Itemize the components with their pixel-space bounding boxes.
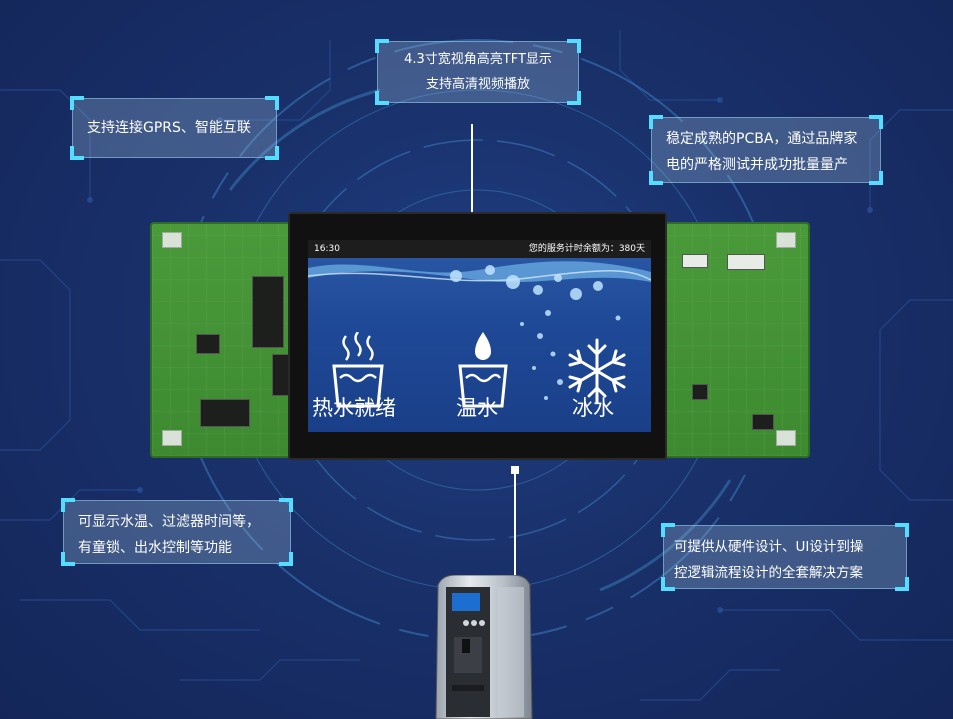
callout-text-line: 控逻辑流程设计的全套解决方案 — [674, 565, 863, 581]
mode-label-hot: 热水就绪 — [312, 396, 396, 420]
callout-solution: 可提供从硬件设计、UI设计到操 控逻辑流程设计的全套解决方案 — [661, 523, 909, 591]
callout-connectivity: 支持连接GPRS、智能互联 — [70, 96, 279, 160]
pcb-chip — [752, 414, 774, 430]
callout-text-line: 稳定成熟的PCBA，通过品牌家 — [666, 131, 858, 147]
pcb-mount-tab — [162, 232, 182, 248]
callout-text-line: 电的严格测试并成功批量量产 — [666, 157, 848, 173]
corner-bracket — [279, 552, 293, 566]
corner-bracket — [70, 96, 84, 110]
pcb-chip — [196, 334, 220, 354]
pcb-mount-tab — [162, 430, 182, 446]
corner-bracket — [265, 96, 279, 110]
tft-display: 16:30 您的服务计时余额为：380天 — [288, 212, 667, 460]
pcb-connector — [727, 254, 765, 270]
pcb-connector — [682, 254, 708, 268]
status-time: 16:30 — [314, 244, 340, 254]
snowflake-icon — [568, 338, 626, 404]
service-remaining-text: 您的服务计时余额为：380天 — [528, 244, 645, 254]
corner-bracket — [265, 146, 279, 160]
hot-water-cup-icon — [332, 332, 384, 408]
corner-bracket — [649, 115, 663, 129]
mode-label-ice: 冰水 — [572, 396, 614, 420]
corner-bracket — [661, 523, 675, 537]
pcb-mount-tab — [776, 430, 796, 446]
corner-bracket — [279, 498, 293, 512]
corner-bracket — [70, 146, 84, 160]
callout-text-line: 有童锁、出水控制等功能 — [78, 540, 232, 556]
warm-water-cup-icon — [458, 332, 508, 408]
callout-text-line: 支持高清视频播放 — [425, 77, 530, 92]
corner-bracket — [375, 39, 389, 53]
callout-display-spec: 4.3寸宽视角高亮TFT显示 支持高清视频播放 — [375, 39, 581, 105]
water-splash-graphic — [308, 261, 651, 400]
callout-pcba: 稳定成熟的PCBA，通过品牌家 电的严格测试并成功批量量产 — [649, 115, 883, 185]
callout-features: 可显示水温、过滤器时间等， 有童锁、出水控制等功能 — [61, 498, 293, 566]
pcb-chip — [200, 399, 250, 427]
corner-bracket — [375, 91, 389, 105]
status-bar: 16:30 您的服务计时余额为：380天 — [308, 240, 651, 258]
corner-bracket — [895, 523, 909, 537]
pcb-mount-tab — [776, 232, 796, 248]
corner-bracket — [895, 577, 909, 591]
water-dispenser-image — [435, 575, 533, 719]
pcb-chip — [692, 384, 708, 400]
callout-text-line: 可显示水温、过滤器时间等， — [78, 514, 260, 530]
corner-bracket — [869, 115, 883, 129]
callout-text-line: 4.3寸宽视角高亮TFT显示 — [404, 52, 552, 67]
callout-text-line: 支持连接GPRS、智能互联 — [87, 120, 251, 136]
corner-bracket — [567, 39, 581, 53]
corner-bracket — [649, 171, 663, 185]
callout-text-line: 可提供从硬件设计、UI设计到操 — [674, 539, 864, 555]
mode-label-warm: 温水 — [456, 396, 498, 420]
pcb-chip — [252, 276, 284, 348]
corner-bracket — [869, 171, 883, 185]
corner-bracket — [661, 577, 675, 591]
corner-bracket — [567, 91, 581, 105]
corner-bracket — [61, 498, 75, 512]
corner-bracket — [61, 552, 75, 566]
display-screen: 16:30 您的服务计时余额为：380天 — [308, 240, 651, 432]
